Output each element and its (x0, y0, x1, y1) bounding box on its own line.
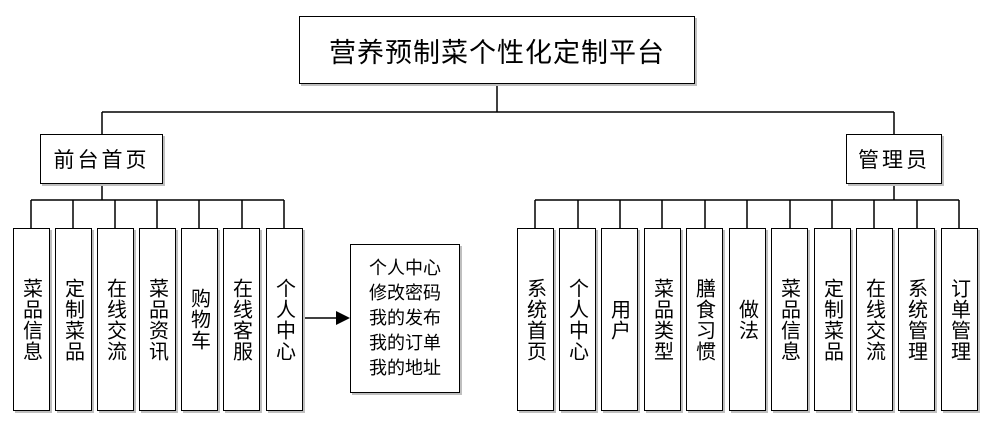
front-item-custom-dish: 定制菜品 (55, 228, 92, 411)
admin-item-online-chat: 在线交流 (856, 228, 893, 411)
detail-line: 我的地址 (369, 358, 441, 379)
front-home-node: 前台首页 (40, 134, 163, 184)
arrow-head (336, 311, 350, 325)
admin-item-diet-habit: 膳食习惯 (686, 228, 723, 411)
admin-item-order-manage: 订单管理 (941, 228, 978, 411)
front-item-cart: 购物车 (181, 228, 218, 411)
root-title: 营养预制菜个性化定制平台 (299, 16, 695, 84)
front-item-dish-info: 菜品信息 (13, 228, 50, 411)
admin-item-personal-center: 个人中心 (559, 228, 596, 411)
front-item-customer-service: 在线客服 (223, 228, 260, 411)
personal-center-detail: 个人中心 修改密码 我的发布 我的订单 我的地址 (350, 244, 460, 393)
detail-line: 我的发布 (369, 308, 441, 329)
admin-item-method: 做法 (729, 228, 766, 411)
detail-line: 我的订单 (369, 333, 441, 354)
admin-item-user: 用户 (601, 228, 638, 411)
admin-item-system-home: 系统首页 (517, 228, 554, 411)
detail-line: 个人中心 (369, 258, 441, 279)
detail-line: 修改密码 (369, 283, 441, 304)
front-item-online-chat: 在线交流 (97, 228, 134, 411)
admin-item-dish-info: 菜品信息 (771, 228, 808, 411)
front-item-dish-news: 菜品资讯 (139, 228, 176, 411)
admin-node: 管理员 (846, 134, 942, 184)
admin-item-system-manage: 系统管理 (898, 228, 935, 411)
admin-item-custom-dish: 定制菜品 (814, 228, 851, 411)
admin-item-dish-type: 菜品类型 (644, 228, 681, 411)
front-item-personal-center: 个人中心 (266, 228, 303, 411)
